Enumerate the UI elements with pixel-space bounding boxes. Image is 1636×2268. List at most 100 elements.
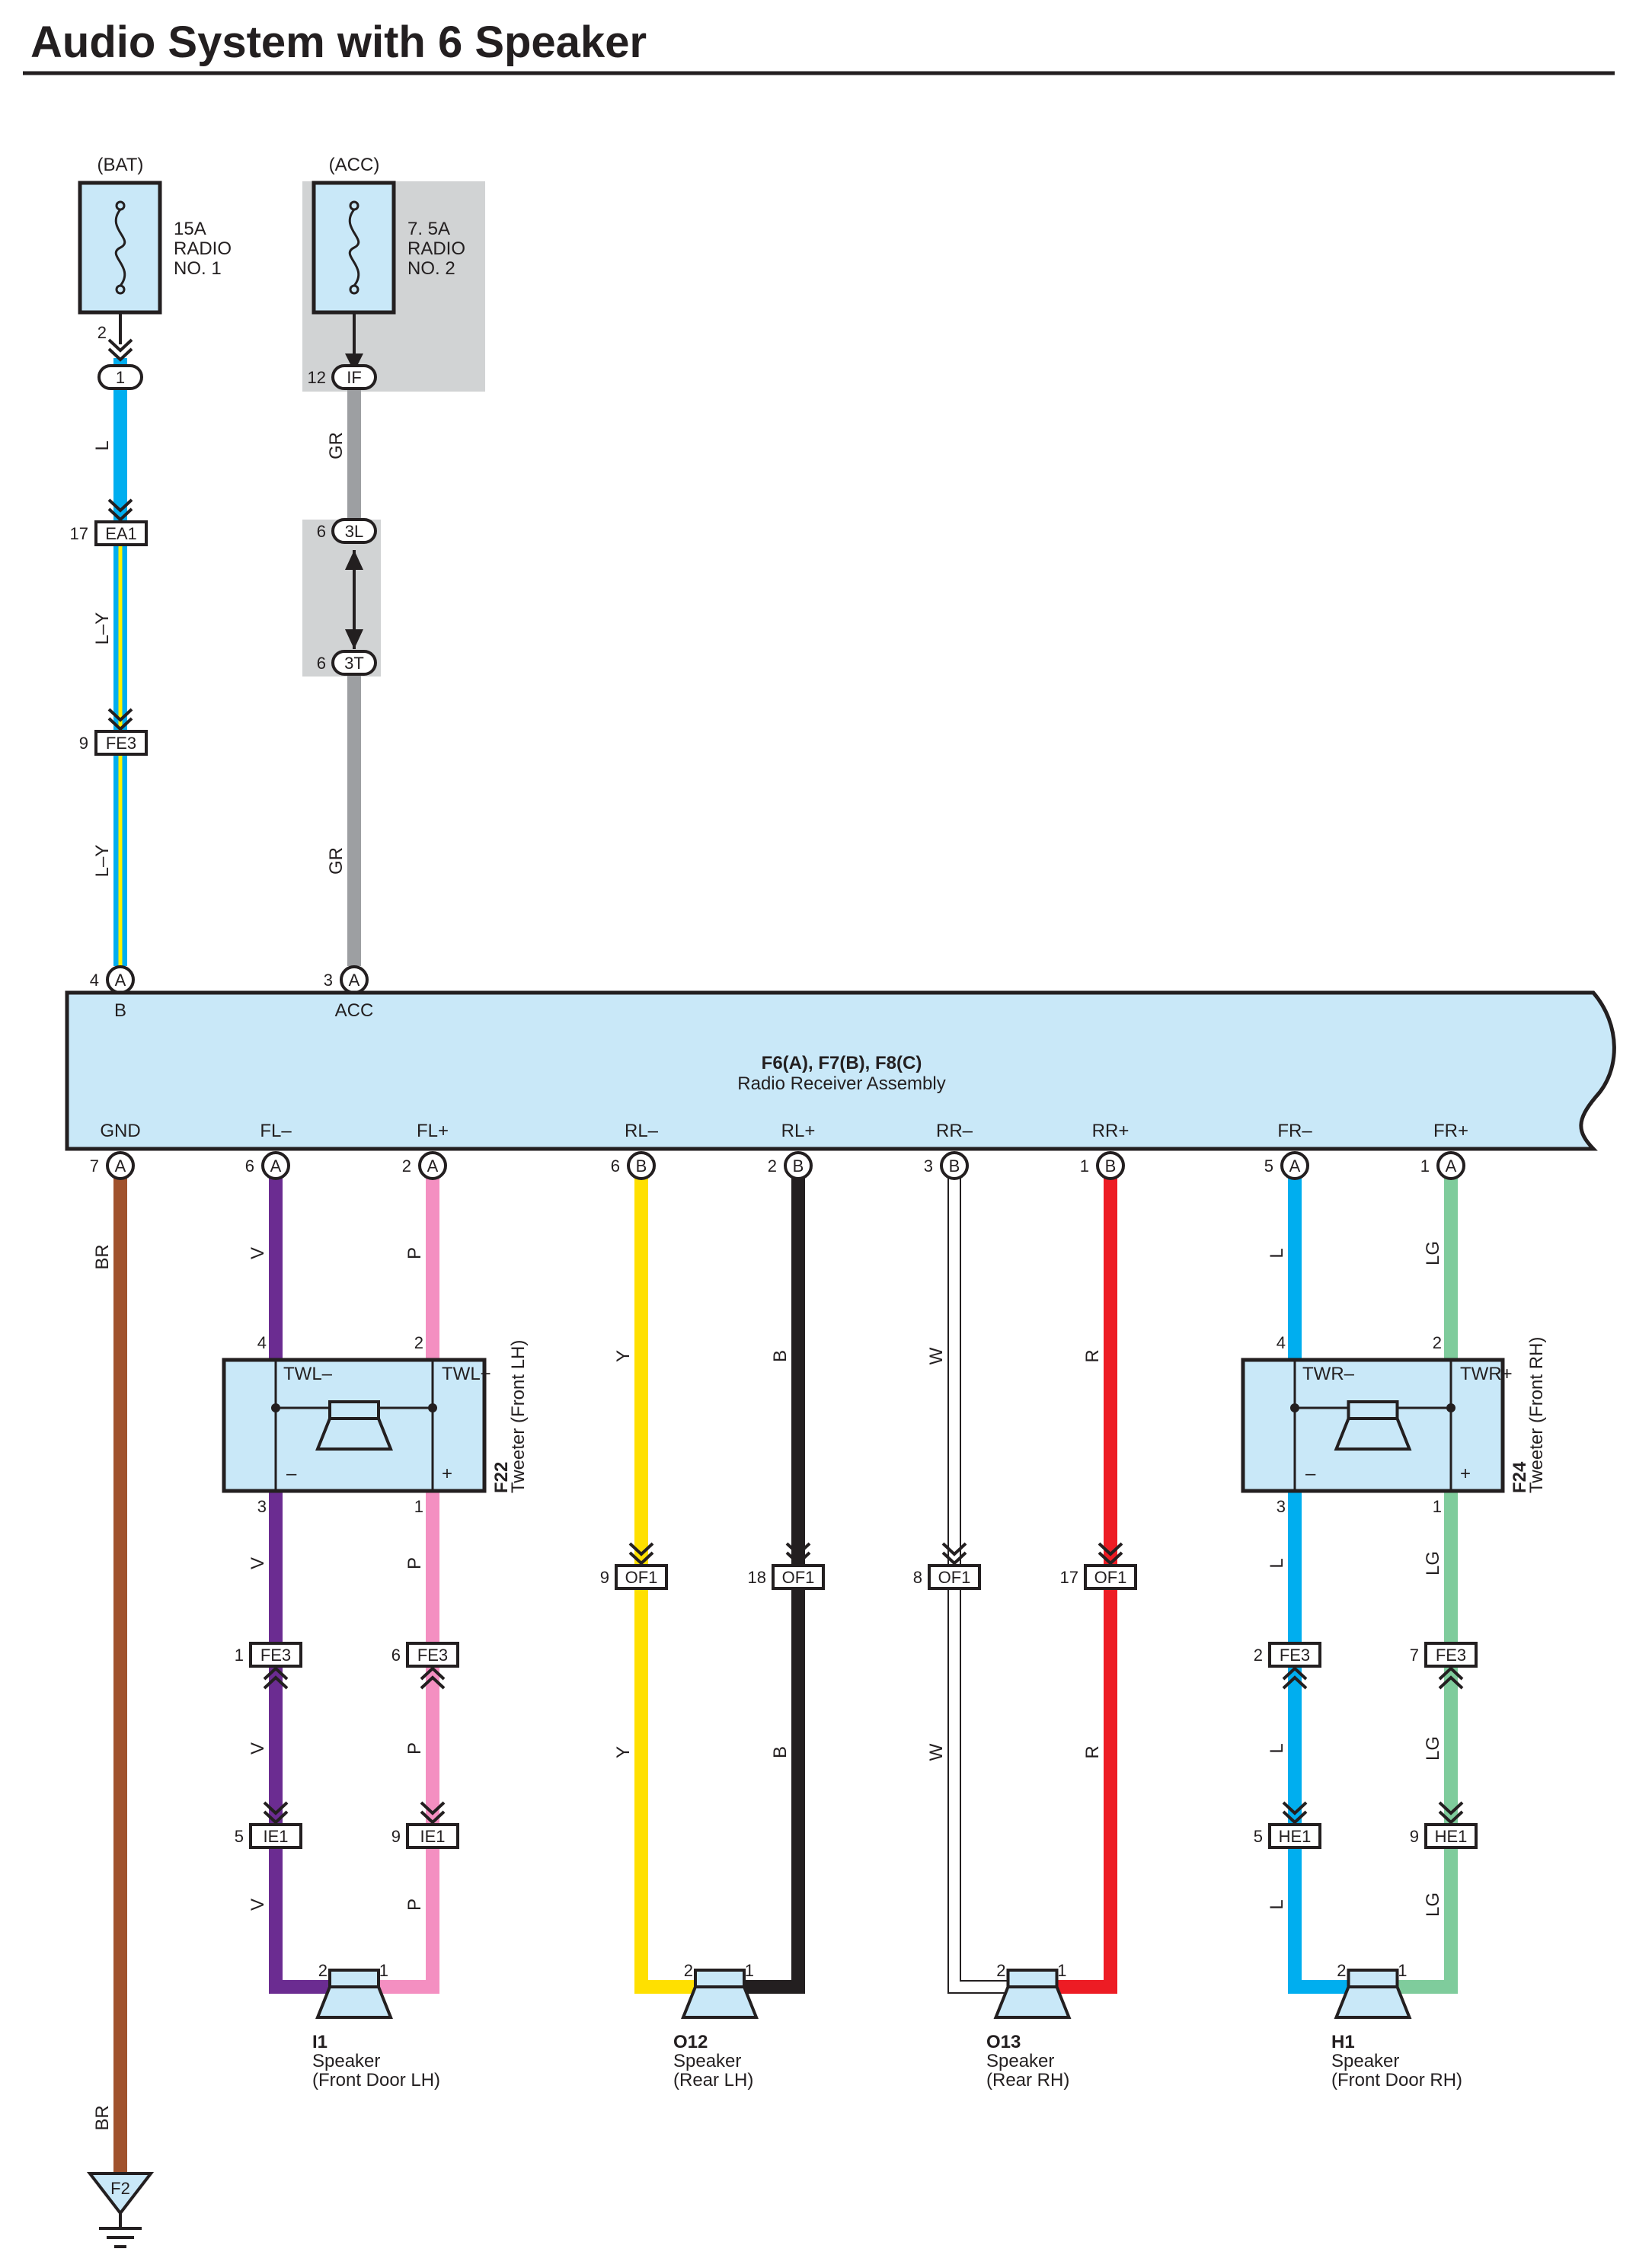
wire-color-label: L–Y [92, 613, 113, 645]
wire-color-label: LG [1423, 1892, 1443, 1917]
terminal-label: FL+ [417, 1121, 449, 1141]
speaker-icon [1334, 1400, 1411, 1451]
pin-number: 1 [235, 1646, 244, 1665]
wire-l [1288, 1177, 1350, 1994]
pin-number: 5 [1254, 1827, 1263, 1846]
wire-color-label: P [404, 1557, 425, 1569]
connector-box [928, 1564, 981, 1590]
wire-color-label: P [404, 1742, 425, 1755]
pin: 6 [317, 522, 326, 541]
pin-number: 7 [90, 1156, 99, 1176]
pin-number: 2 [768, 1156, 777, 1176]
connector-box [1424, 1823, 1478, 1849]
pin-number: 6 [611, 1156, 620, 1176]
wire-color-label: LG [1423, 1241, 1443, 1265]
wire-color-label: P [404, 1899, 425, 1911]
connector-box [249, 1823, 302, 1849]
ground-id: F2 [110, 2179, 130, 2198]
terminal [1436, 1151, 1465, 1180]
pin-number: 7 [1410, 1646, 1419, 1665]
connector-label: IF [347, 368, 362, 387]
connector-box [406, 1823, 459, 1849]
connector-fe3 [94, 730, 148, 756]
connector-label: OF1 [938, 1568, 971, 1587]
tweeter-id: F22 [491, 1462, 512, 1493]
connector-label: HE1 [1435, 1827, 1468, 1846]
connector-box [249, 1642, 302, 1668]
tweeter-name: Tweeter (Front RH) [1526, 1337, 1547, 1493]
wire-color-label: Y [613, 1746, 634, 1758]
pin: 3 [324, 971, 333, 990]
wire-lg [1396, 1177, 1458, 1994]
terminal [627, 1151, 656, 1180]
pin-number: 1 [1057, 1961, 1066, 1980]
wire-color-label: L [1267, 1743, 1287, 1753]
pin-number: 9 [600, 1568, 609, 1587]
pin-number: 5 [235, 1827, 244, 1846]
junction-dot [428, 1403, 437, 1412]
wire-color-label: L [92, 440, 113, 450]
pin-number: 5 [1264, 1156, 1273, 1176]
wire-color-label: P [404, 1247, 425, 1259]
fuse1-name: RADIO [174, 238, 232, 259]
terminal-label-b: B [114, 1000, 126, 1021]
speaker-id: O13 [986, 2032, 1021, 2052]
terminal-letter: B [793, 1156, 804, 1176]
connector-box [772, 1564, 825, 1590]
speaker-label: Speaker [312, 2051, 380, 2071]
connector-box [615, 1564, 668, 1590]
wire-p [378, 1177, 439, 1994]
pin: 9 [79, 734, 88, 753]
pin-number: 1 [1080, 1156, 1089, 1176]
pin-number: 4 [1277, 1333, 1286, 1352]
connector-label: OF1 [782, 1568, 815, 1587]
pin-number: 1 [414, 1497, 423, 1516]
connector-label: FE3 [106, 734, 136, 753]
pin-number: 2 [996, 1961, 1005, 1980]
connector-box [1424, 1642, 1478, 1668]
wire-color-label: V [248, 1557, 268, 1569]
bat-source-label: (BAT) [97, 155, 144, 175]
acc-feed-wires [345, 387, 363, 966]
pin-number: 1 [1433, 1497, 1442, 1516]
wire-color-label: L [1267, 1558, 1287, 1568]
pin-number: 2 [684, 1961, 693, 1980]
pin-number: 17 [1060, 1568, 1078, 1587]
terminal-letter: A [115, 1156, 126, 1176]
wire-color-label: LG [1423, 1736, 1443, 1761]
connector-label: HE1 [1279, 1827, 1312, 1846]
speaker-label: Speaker [986, 2051, 1054, 2071]
terminal [418, 1151, 447, 1180]
pin-number: 2 [1337, 1961, 1346, 1980]
arrow-down [345, 629, 363, 649]
terminal-label: FR+ [1433, 1121, 1468, 1141]
tweeter-term-plus: TWL+ [442, 1364, 491, 1384]
pin-number: 1 [1398, 1961, 1407, 1980]
tweeter-minus: – [1305, 1463, 1316, 1484]
tweeter-name: Tweeter (Front LH) [508, 1340, 529, 1493]
connector-if [331, 364, 377, 390]
terminal [1280, 1151, 1309, 1180]
terminal-label: RR– [936, 1121, 973, 1141]
fuse2-amp: 7. 5A [407, 219, 450, 239]
speaker-id: I1 [312, 2032, 328, 2052]
tweeter-term-plus: TWR+ [1460, 1364, 1513, 1384]
connector-label: OF1 [1094, 1568, 1127, 1587]
pin-number: 2 [318, 1961, 328, 1980]
connector-label: IE1 [263, 1827, 288, 1846]
pin-number: 9 [391, 1827, 401, 1846]
junction-dot [1290, 1403, 1299, 1412]
page-title: Audio System with 6 Speaker [30, 18, 647, 67]
pin-number: 3 [1277, 1497, 1286, 1516]
speaker-id: O12 [673, 2032, 708, 2052]
wire-y [634, 1177, 696, 1994]
wire-color-label: L [1267, 1899, 1287, 1909]
connector-label: FE3 [1280, 1646, 1310, 1665]
tweeter-term-minus: TWR– [1302, 1364, 1355, 1384]
terminal [1096, 1151, 1125, 1180]
connector-label: FE3 [1436, 1646, 1466, 1665]
tweeter-term-minus: TWL– [283, 1364, 333, 1384]
terminal-letter: B [1105, 1156, 1117, 1176]
terminal-letter: A [349, 971, 360, 990]
